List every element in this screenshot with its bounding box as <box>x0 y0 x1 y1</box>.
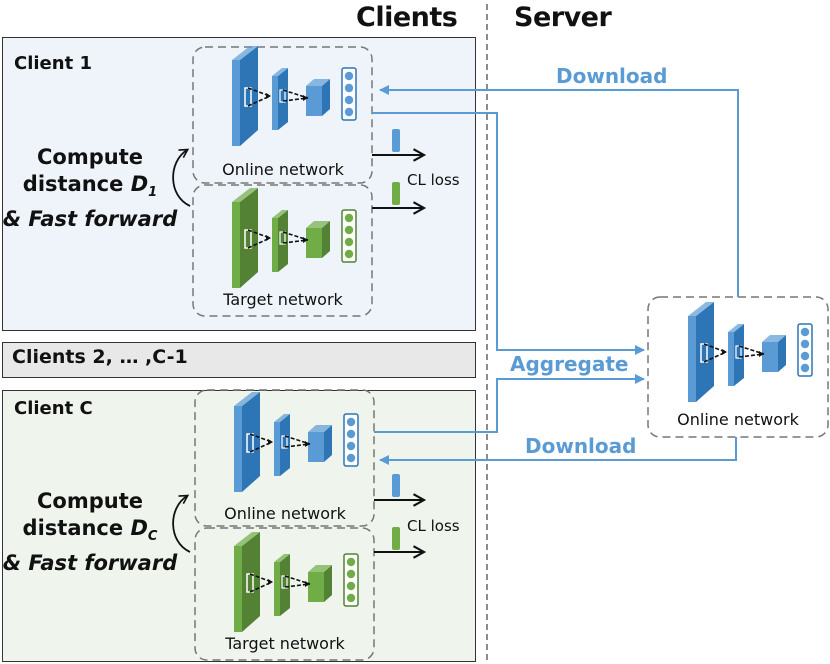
client-c-compute-text: Compute distance DC & Fast forward <box>0 488 180 577</box>
clients-header: Clients <box>356 2 458 33</box>
compute-line-2: distance DC <box>22 516 158 545</box>
compute-line-2: distance D1 <box>22 172 158 201</box>
client-1-target-box <box>192 184 373 317</box>
download-bottom-label: Download <box>525 434 637 458</box>
client-1-compute-text: Compute distance D1 & Fast forward <box>0 144 180 233</box>
client-1-target-label: Target network <box>223 290 343 309</box>
distance-variable: DC <box>130 516 158 545</box>
server-online-network-icon <box>688 302 813 402</box>
client-c-online-label: Online network <box>224 504 346 523</box>
aggregate-label: Aggregate <box>510 352 629 376</box>
compute-line-1: Compute <box>37 145 143 169</box>
aggregate-client-c-arrow <box>374 374 645 433</box>
client-c-target-label: Target network <box>225 634 345 653</box>
download-top-label: Download <box>556 64 668 88</box>
client-c-target-box <box>194 527 375 661</box>
download-bottom-arrow <box>379 437 737 465</box>
client-1-online-label: Online network <box>222 160 344 179</box>
aggregate-client-1-arrow <box>372 112 645 355</box>
compute-line-3: & Fast forward <box>2 207 178 232</box>
client-c-online-vector-icon <box>392 474 400 497</box>
download-top-arrow <box>379 85 739 297</box>
client-1-target-vector-icon <box>392 182 400 205</box>
client-1-title: Client 1 <box>14 53 92 74</box>
distance-variable: D1 <box>130 172 158 201</box>
compute-line-1: Compute <box>37 489 143 513</box>
client-1-online-vector-icon <box>392 129 400 152</box>
client-c-target-vector-icon <box>392 527 400 550</box>
client-1-online-box <box>192 46 373 184</box>
compute-line-3: & Fast forward <box>2 551 178 576</box>
client-1-cl-loss-label: CL loss <box>407 171 460 189</box>
client-c-title: Client C <box>14 398 93 419</box>
client-c-online-box <box>194 389 375 527</box>
clients-middle-panel <box>2 342 476 378</box>
client-c-target-network-icon <box>234 532 359 632</box>
client-c-curve-arrow <box>172 494 191 553</box>
client-c-online-network-icon <box>234 392 359 492</box>
client-1-curve-arrow <box>172 148 191 207</box>
server-header: Server <box>514 2 612 33</box>
server-online-label: Online network <box>677 410 799 429</box>
clients-middle-title: Clients 2, … ,C-1 <box>12 346 188 368</box>
client-c-cl-loss-label: CL loss <box>407 517 460 535</box>
client-1-online-network-icon <box>232 46 357 146</box>
client-1-target-network-icon <box>232 188 357 288</box>
